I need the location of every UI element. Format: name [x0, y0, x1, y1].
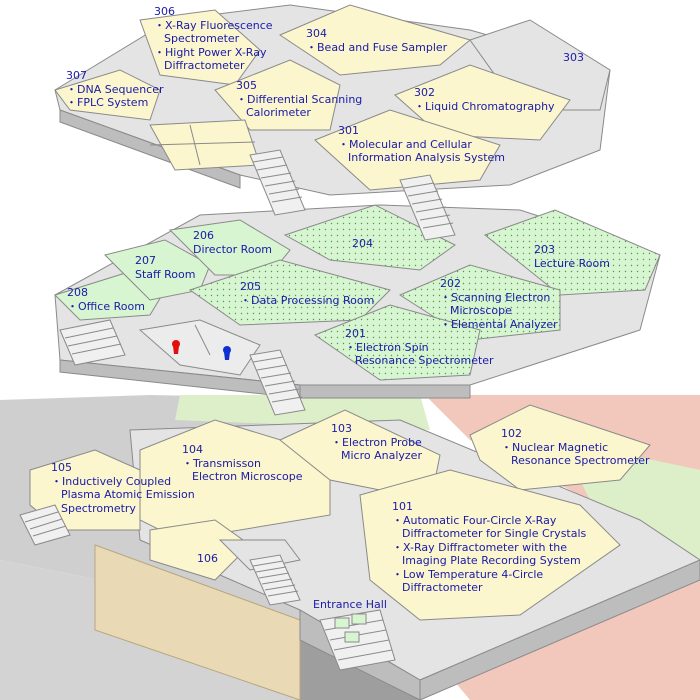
room-204-label[interactable]: 204	[352, 237, 373, 251]
room-207-number: 207	[135, 254, 156, 267]
room-106-label[interactable]: 106	[197, 552, 218, 566]
room-201-label[interactable]: 201 Electron Spin Resonance Spectrometer	[345, 327, 494, 368]
room-101-label[interactable]: 101 Automatic Four-Circle X-Ray Diffract…	[392, 500, 586, 595]
room-203-name: Lecture Room	[534, 256, 610, 270]
room-101-item-2: X-Ray Diffractometer with the	[392, 541, 586, 555]
room-201-number: 201	[345, 327, 366, 340]
room-206-label[interactable]: 206 Director Room	[193, 229, 272, 256]
room-305-number: 305	[236, 79, 257, 92]
floor3-stairs	[249, 149, 456, 241]
room-104-item-1: Transmisson	[182, 457, 302, 471]
room-304-label[interactable]: 304 Bead and Fuse Sampler	[306, 27, 447, 54]
room-102-item-1: Nuclear Magnetic	[501, 441, 650, 455]
room-306-item-1-cont: Spectrometer	[164, 32, 240, 45]
room-104-label[interactable]: 104 Transmisson Electron Microscope	[182, 443, 302, 484]
location-markers	[172, 340, 231, 360]
room-304-number: 304	[306, 27, 327, 40]
room-205-shape	[188, 259, 391, 326]
room-104-number: 104	[182, 443, 203, 456]
room-203-label[interactable]: 203 Lecture Room	[534, 243, 610, 270]
room-104-item-1-cont: Electron Microscope	[192, 470, 303, 483]
room-105-item-1-cont-1: Plasma Atomic Emission	[61, 488, 195, 501]
room-204-shape	[283, 204, 456, 271]
room-102-number: 102	[501, 427, 522, 440]
room-101-item-2-cont: Imaging Plate Recording System	[402, 554, 581, 567]
room-204-number: 204	[352, 237, 373, 250]
room-101-item-3: Low Temperature 4-Circle	[392, 568, 586, 582]
room-304-item-1: Bead and Fuse Sampler	[306, 41, 447, 55]
floor2-stairs	[59, 319, 306, 416]
room-202-item-2: Elemental Analyzer	[440, 318, 558, 332]
room-102-item-1-cont: Resonance Spectrometer	[511, 454, 650, 467]
room-307-item-1: DNA Sequencer	[66, 83, 164, 97]
entrance-hall-label[interactable]: Entrance Hall	[313, 598, 387, 612]
room-302-item-1: Liquid Chromatography	[414, 100, 555, 114]
room-105-label[interactable]: 105 Inductively Coupled Plasma Atomic Em…	[51, 461, 195, 515]
room-201-item-1: Electron Spin	[345, 341, 494, 355]
room-205-item-1: Data Processing Room	[240, 294, 374, 308]
room-301-number: 301	[338, 124, 359, 137]
room-101-item-3-cont: Diffractometer	[402, 581, 483, 594]
room-306-item-1: X-Ray Fluorescence	[154, 19, 273, 33]
room-306-number: 306	[154, 5, 175, 18]
room-203-number: 203	[534, 243, 555, 256]
room-303-label[interactable]: 303	[563, 51, 584, 65]
room-105-number: 105	[51, 461, 72, 474]
entrance-hall-name: Entrance Hall	[313, 598, 387, 611]
room-208-number: 208	[67, 286, 88, 299]
room-206-number: 206	[193, 229, 214, 242]
room-103-number: 103	[331, 422, 352, 435]
room-208-item-1: Office Room	[67, 300, 145, 314]
room-307-number: 307	[66, 69, 87, 82]
room-303-number: 303	[563, 51, 584, 64]
room-301-item-1: Molecular and Cellular	[338, 138, 505, 152]
room-202-item-1-cont: Microscope	[450, 304, 512, 317]
room-102-label[interactable]: 102 Nuclear Magnetic Resonance Spectrome…	[501, 427, 650, 468]
room-101-item-1: Automatic Four-Circle X-Ray	[392, 514, 586, 528]
room-205-label[interactable]: 205 Data Processing Room	[240, 280, 374, 307]
room-305-item-1: Differential Scanning	[236, 93, 362, 107]
room-202-number: 202	[440, 277, 461, 290]
room-105-item-1-cont-2: Spectrometry	[61, 501, 136, 515]
room-101-item-1-cont: Diffractometer for Single Crystals	[402, 527, 587, 540]
room-206-name: Director Room	[193, 242, 273, 256]
floor1-stairs	[19, 504, 396, 671]
room-302-number: 302	[414, 86, 435, 99]
room-302-label[interactable]: 302 Liquid Chromatography	[414, 86, 555, 113]
room-207-name: Staff Room	[135, 267, 196, 281]
room-305-label[interactable]: 305 Differential Scanning Calorimeter	[236, 79, 362, 120]
room-103-label[interactable]: 103 Electron Probe Micro Analyzer	[331, 422, 422, 463]
room-307-label[interactable]: 307 DNA Sequencer FPLC System	[66, 69, 164, 110]
room-202-item-1: Scanning Electron	[440, 291, 558, 305]
room-207-label[interactable]: 207 Staff Room	[135, 254, 195, 281]
room-203-shape	[483, 209, 661, 296]
room-105-item-1: Inductively Coupled	[51, 475, 195, 489]
room-301-item-1-cont: Information Analysis System	[348, 151, 506, 164]
room-305-item-1-cont: Calorimeter	[246, 106, 311, 119]
room-202-label[interactable]: 202 Scanning Electron Microscope Element…	[440, 277, 558, 331]
room-306-item-2-cont: Diffractometer	[164, 59, 245, 72]
room-101-number: 101	[392, 500, 413, 513]
room-106-shape	[149, 519, 251, 581]
room-103-item-1-cont: Micro Analyzer	[341, 449, 422, 462]
room-207-shape	[104, 239, 211, 301]
room-307-item-2: FPLC System	[66, 96, 164, 110]
room-103-item-1: Electron Probe	[331, 436, 422, 450]
room-106-number: 106	[197, 552, 218, 565]
room-301-label[interactable]: 301 Molecular and Cellular Information A…	[338, 124, 505, 165]
room-201-item-1-cont: Resonance Spectrometer	[355, 354, 494, 367]
room-205-number: 205	[240, 280, 261, 293]
room-306-label[interactable]: 306 X-Ray Fluorescence Spectrometer High…	[154, 5, 273, 73]
room-306-item-2: Hight Power X-Ray	[154, 46, 273, 60]
room-208-label[interactable]: 208 Office Room	[67, 286, 145, 313]
